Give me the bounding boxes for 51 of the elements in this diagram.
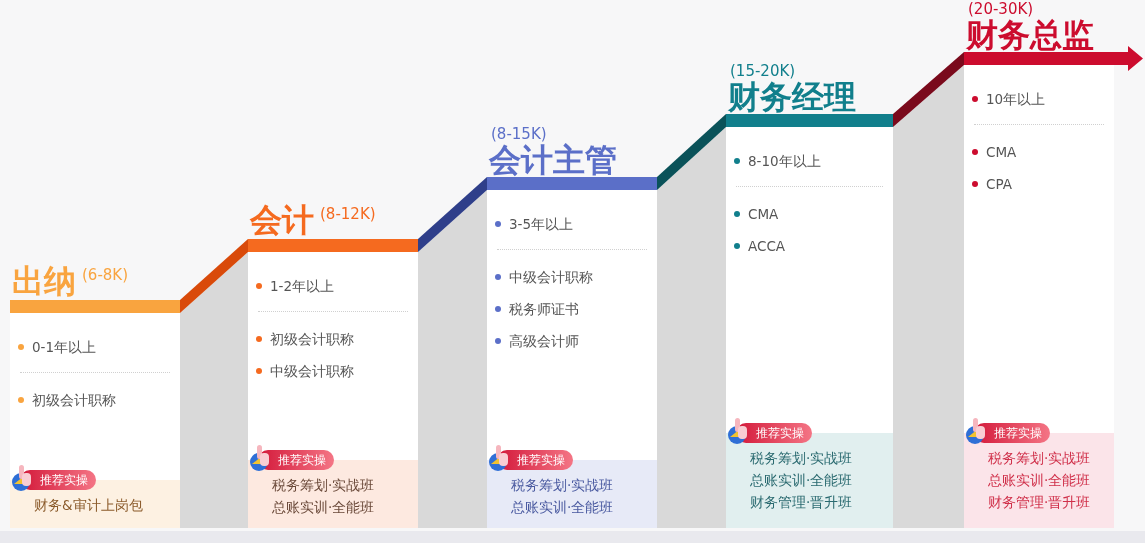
course-name: 总账实训·全能班	[272, 498, 375, 516]
level-title: 会计主管	[489, 143, 617, 177]
list-item: 税务师证书	[495, 300, 579, 318]
course-panel	[487, 448, 657, 528]
list-item: 高级会计师	[495, 332, 579, 350]
list-item: 1-2年以上	[256, 277, 335, 295]
list-item: 中级会计职称	[495, 268, 593, 286]
course-panel	[248, 448, 418, 528]
course-name: 财务管理·晋升班	[750, 493, 853, 511]
course-name: 财务&审计上岗包	[34, 496, 143, 514]
career-column	[248, 203, 418, 528]
salary-range: (8-15K)	[491, 125, 548, 143]
list-item: ACCA	[734, 237, 786, 255]
course-name: 财务管理·晋升班	[988, 493, 1091, 511]
career-column	[964, 0, 1114, 528]
course-name: 总账实训·全能班	[988, 471, 1091, 489]
list-item: 8-10年以上	[734, 152, 821, 170]
level-title: 会计	[250, 203, 314, 237]
step-ribbon	[893, 52, 964, 127]
list-item: 初级会计职称	[256, 330, 354, 348]
course-name: 总账实训·全能班	[511, 498, 614, 516]
course-name: 税务筹划·实战班	[988, 449, 1091, 467]
step-ribbon	[657, 114, 726, 190]
course-name: 总账实训·全能班	[750, 471, 853, 489]
arrow	[1114, 46, 1143, 71]
course-panel	[10, 468, 180, 528]
list-item: CMA	[734, 205, 779, 223]
list-item: CPA	[972, 175, 1012, 193]
step-ribbon	[180, 239, 248, 313]
level-title: 财务总监	[966, 18, 1094, 52]
course-panel	[964, 421, 1114, 528]
level-title: 出纳	[12, 264, 76, 298]
course-name: 税务筹划·实战班	[272, 476, 375, 494]
course-name: 税务筹划·实战班	[511, 476, 614, 494]
career-column	[487, 125, 657, 528]
course-panel	[726, 421, 893, 528]
list-item: 3-5年以上	[495, 215, 574, 233]
list-item: 初级会计职称	[18, 391, 116, 409]
career-column	[726, 62, 893, 528]
level-title: 财务经理	[728, 80, 856, 114]
course-name: 税务筹划·实战班	[750, 449, 853, 467]
list-item: CMA	[972, 143, 1017, 161]
list-item: 10年以上	[972, 90, 1046, 108]
salary-range: (8-12K)	[320, 205, 376, 223]
list-item: 中级会计职称	[256, 362, 354, 380]
list-item: 0-1年以上	[18, 338, 97, 356]
career-column	[10, 264, 180, 528]
step-ribbon	[418, 177, 487, 252]
salary-range: (20-30K)	[968, 0, 1034, 18]
salary-range: (15-20K)	[730, 62, 797, 80]
salary-range: (6-8K)	[82, 266, 129, 284]
